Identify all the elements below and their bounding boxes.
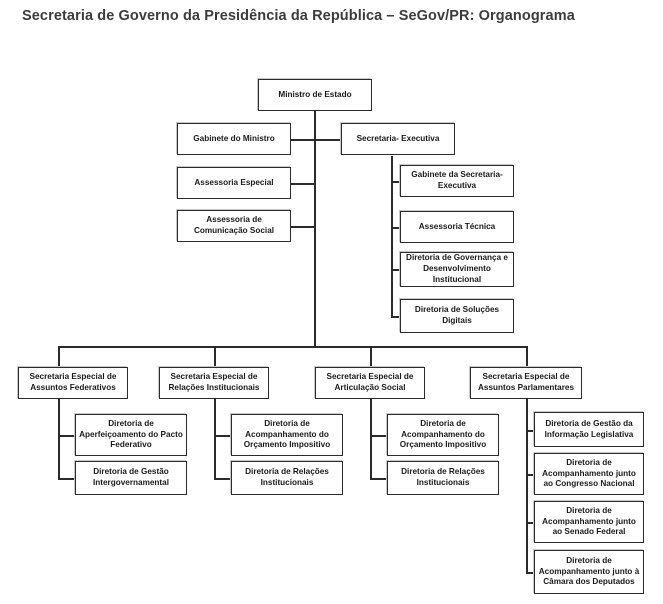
connector-secretaria-executiva-drop: [391, 156, 393, 317]
node-label: Diretoria de Relações Institucionais: [401, 467, 485, 487]
node-gabinete-da-secretaria-executiva[interactable]: Gabinete da Secretaria-Executiva: [400, 165, 514, 197]
node-diretoria-de-acompanhamento-do-orcamento-impositivo-as[interactable]: Diretoria de Acompanhamento do Orçamento…: [387, 414, 499, 456]
connector-assuntos-parlamentares-drop: [526, 399, 528, 573]
connector-drop-articulacao-social: [370, 346, 372, 367]
connector-gabinete-secretaria-executiva: [391, 181, 401, 183]
node-diretoria-de-governanca-e-desenvolvimento-institucional[interactable]: Diretoria de Governança e Desenvolviment…: [400, 252, 514, 287]
connector-diretoria-governanca: [391, 269, 401, 271]
node-label: Diretoria de Soluções Digitais: [414, 305, 500, 325]
node-diretoria-de-relacoes-institucionais-as[interactable]: Diretoria de Relações Institucionais: [387, 461, 499, 495]
connector-dir-informacao-legislativa: [526, 430, 535, 432]
node-label: Diretoria de Acompanhamento junto à Câma…: [538, 555, 640, 587]
node-label: Assessoria Especial: [194, 177, 274, 187]
connector-articulacao-social-drop: [370, 399, 372, 479]
node-diretoria-de-relacoes-institucionais-ri[interactable]: Diretoria de Relações Institucionais: [231, 461, 343, 495]
connector-assessoria-comunicacao: [290, 226, 315, 228]
node-label: Diretoria de Relações Institucionais: [245, 467, 329, 487]
connector-assessoria-tecnica: [391, 227, 401, 229]
node-label: Diretoria de Acompanhamento junto ao Con…: [542, 457, 636, 489]
node-label: Secretaria Especial de Articulação Socia…: [326, 372, 414, 392]
connector-dir-camara-deputados: [526, 572, 535, 574]
node-secretaria-especial-de-articulacao-social[interactable]: Secretaria Especial de Articulação Socia…: [315, 367, 425, 399]
node-diretoria-de-acompanhamento-junto-ao-senado-federal[interactable]: Diretoria de Acompanhamento junto ao Sen…: [534, 501, 644, 543]
connector-secretariats-bus: [58, 346, 527, 348]
node-assessoria-especial[interactable]: Assessoria Especial: [177, 167, 291, 199]
node-label: Diretoria de Acompanhamento junto ao Sen…: [542, 505, 636, 537]
node-ministro-de-estado[interactable]: Ministro de Estado: [258, 79, 372, 111]
connector-dir-orcamento-impositivo-as: [370, 435, 387, 437]
connector-dir-relacoes-institucionais-as: [370, 478, 387, 480]
connector-drop-relacoes-institucionais: [214, 346, 216, 367]
node-secretaria-especial-de-relacoes-institucionais[interactable]: Secretaria Especial de Relações Instituc…: [159, 367, 269, 399]
connector-relacoes-institucionais-drop: [214, 399, 216, 479]
node-secretaria-executiva[interactable]: Secretaria- Executiva: [341, 123, 455, 155]
node-diretoria-de-acompanhamento-junto-ao-congresso-nacional[interactable]: Diretoria de Acompanhamento junto ao Con…: [534, 453, 644, 495]
node-label: Secretaria Especial de Assuntos Federati…: [29, 372, 117, 392]
connector-drop-assuntos-federativos: [58, 346, 60, 367]
node-label: Diretoria de Acompanhamento do Orçamento…: [399, 418, 487, 450]
node-gabinete-do-ministro[interactable]: Gabinete do Ministro: [177, 123, 291, 155]
node-label: Diretoria de Governança e Desenvolviment…: [406, 253, 508, 284]
node-secretaria-especial-de-assuntos-parlamentares[interactable]: Secretaria Especial de Assuntos Parlamen…: [470, 367, 582, 399]
connector-ministro-spine: [314, 110, 316, 347]
connector-secretaria-executiva: [314, 139, 342, 141]
node-label: Diretoria de Gestão da Informação Legisl…: [544, 418, 634, 439]
connector-diretoria-solucoes-digitais: [391, 316, 401, 318]
connector-dir-orcamento-impositivo-ri: [214, 435, 231, 437]
node-diretoria-de-acompanhamento-do-orcamento-impositivo-ri[interactable]: Diretoria de Acompanhamento do Orçamento…: [231, 414, 343, 456]
node-label: Assessoria de Comunicação Social: [193, 215, 275, 235]
connector-assessoria-especial: [290, 183, 315, 185]
node-diretoria-de-solucoes-digitais[interactable]: Diretoria de Soluções Digitais: [400, 299, 514, 333]
node-label: Diretoria de Acompanhamento do Orçamento…: [243, 418, 331, 450]
connector-dir-relacoes-institucionais-ri: [214, 478, 231, 480]
node-label: Gabinete do Ministro: [193, 133, 275, 143]
node-assessoria-tecnica[interactable]: Assessoria Técnica: [400, 211, 514, 243]
node-diretoria-de-aperfeicoamento-do-pacto-federativo[interactable]: Diretoria de Aperfeiçoamento do Pacto Fe…: [75, 414, 187, 456]
node-label: Ministro de Estado: [278, 89, 352, 99]
page-title: Secretaria de Governo da Presidência da …: [22, 8, 575, 24]
node-assessoria-de-comunicacao-social[interactable]: Assessoria de Comunicação Social: [177, 210, 291, 242]
connector-gabinete-ministro: [290, 139, 315, 141]
connector-assuntos-federativos-drop: [58, 399, 60, 479]
node-diretoria-de-acompanhamento-junto-a-camara-dos-deputados[interactable]: Diretoria de Acompanhamento junto à Câma…: [534, 550, 644, 594]
node-diretoria-de-gestao-da-informacao-legislativa[interactable]: Diretoria de Gestão da Informação Legisl…: [534, 412, 644, 447]
node-diretoria-de-gestao-intergovernamental[interactable]: Diretoria de Gestão Intergovernamental: [75, 461, 187, 495]
node-label: Assessoria Técnica: [418, 221, 496, 231]
node-label: Gabinete da Secretaria-Executiva: [411, 170, 503, 190]
node-label: Secretaria- Executiva: [356, 133, 440, 143]
node-label: Secretaria Especial de Relações Instituc…: [168, 372, 260, 392]
connector-dir-gestao-intergovernamental: [58, 478, 75, 480]
node-secretaria-especial-de-assuntos-federativos[interactable]: Secretaria Especial de Assuntos Federati…: [18, 367, 128, 399]
node-label: Diretoria de Gestão Intergovernamental: [93, 467, 169, 487]
connector-dir-congresso-nacional: [526, 474, 535, 476]
connector-dir-pacto-federativo: [58, 435, 75, 437]
connector-dir-senado-federal: [526, 522, 535, 524]
node-label: Diretoria de Aperfeiçoamento do Pacto Fe…: [79, 418, 183, 450]
connector-drop-assuntos-parlamentares: [526, 346, 528, 367]
node-label: Secretaria Especial de Assuntos Parlamen…: [477, 372, 574, 392]
